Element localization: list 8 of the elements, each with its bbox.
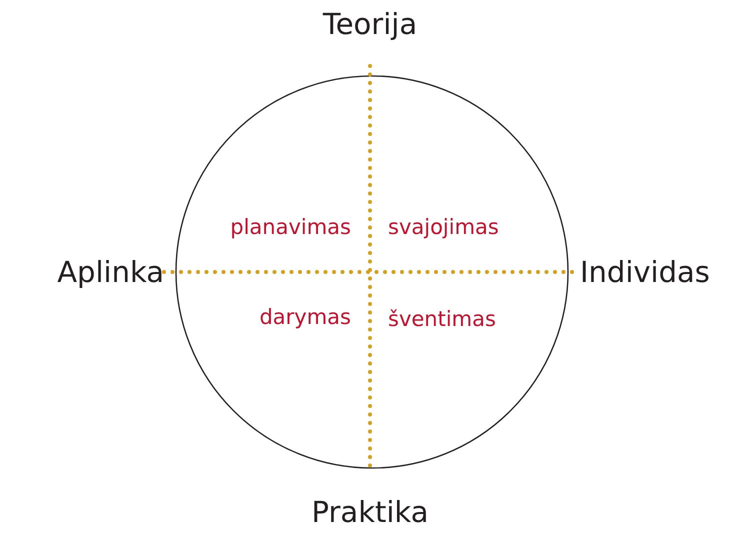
axis-pole-label: Teorija <box>322 6 418 42</box>
axis-pole-label: Praktika <box>312 494 428 530</box>
axis-pole-label: Individas <box>580 254 710 290</box>
quadrant-label: darymas <box>259 304 351 330</box>
axis-pole-label: Aplinka <box>57 254 164 290</box>
quadrant-label: svajojimas <box>388 214 499 240</box>
quadrant-label: šventimas <box>388 306 496 332</box>
quadrant-label: planavimas <box>230 214 351 240</box>
